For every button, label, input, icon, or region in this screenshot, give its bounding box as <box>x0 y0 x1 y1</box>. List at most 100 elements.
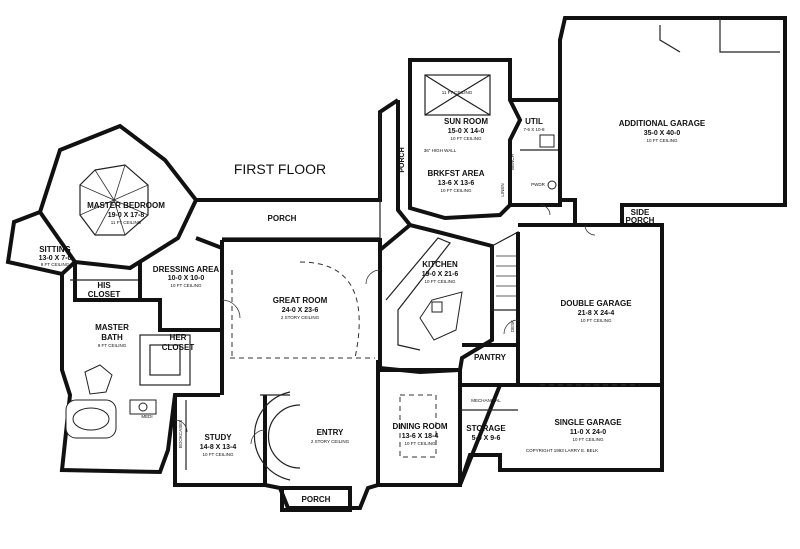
bookcases-label: BOOKCASES <box>178 420 183 448</box>
medi-label: MEDI <box>141 414 152 419</box>
master-bedroom-walls <box>37 123 199 271</box>
washer <box>539 134 555 148</box>
sitting-dims: 13-0 X 7-0 <box>39 255 72 262</box>
front-porch <box>280 486 352 512</box>
util-dims: 7-6 X 10-8 <box>523 127 545 132</box>
great-room-arch <box>299 261 360 359</box>
her-closet-island <box>149 344 181 376</box>
dressing-area-ceiling: 10 FT CEILING <box>171 283 202 288</box>
kitchen-dims: 19-0 X 21-6 <box>422 271 459 278</box>
sink <box>138 402 148 412</box>
dining-label: DINING ROOM <box>392 422 447 431</box>
single-garage-label: SINGLE GARAGE <box>554 418 622 427</box>
sun-room-ceiling: 10 FT CEILING <box>451 136 482 141</box>
brkfst-dims: 13-6 X 13-6 <box>438 180 475 187</box>
kitchen-ceiling: 10 FT CEILING <box>425 279 456 284</box>
master-bedroom-ceiling: 11 FT CEILING <box>111 220 142 225</box>
storage-dims: 5-0 X 9-6 <box>472 435 501 442</box>
curved-stair-inner <box>267 404 301 469</box>
his-closet-label: HIS <box>97 281 111 290</box>
garage-door-swing <box>659 25 681 53</box>
additional-garage-ceiling: 10 FT CEILING <box>647 138 678 143</box>
study-label: STUDY <box>204 433 232 442</box>
curved-stair-outer <box>253 391 291 481</box>
master-bath-label-2: BATH <box>101 333 123 342</box>
master-bath-label: MASTER <box>95 323 129 332</box>
front-porch-label: PORCH <box>302 495 331 504</box>
kitchen-island <box>419 291 463 341</box>
side-porch-2-label: SIDE <box>631 208 650 217</box>
mechanical-label: MECHANICAL <box>471 398 501 403</box>
half-wall-note: 36" HIGH WALL <box>424 148 457 153</box>
rear-stair-treads <box>496 255 518 297</box>
double-garage-label: DOUBLE GARAGE <box>560 299 632 308</box>
rear-porch-label: PORCH <box>268 214 297 223</box>
study-dims: 14-8 X 13-4 <box>200 444 237 451</box>
sitting-ceiling: 9 FT CEILING <box>41 262 70 267</box>
copyright-label: COPYRIGHT 1993 LARRY E. BELK <box>526 448 598 453</box>
dressing-area-dims: 10-0 X 10-0 <box>168 275 205 282</box>
great-room-ceiling: 2 STORY CEILING <box>281 315 320 320</box>
brkfst-ceiling: 10 FT CEILING <box>441 188 472 193</box>
dining-table-outline <box>399 394 437 458</box>
entry-label: ENTRY <box>317 428 344 437</box>
sitting-walls <box>5 210 77 277</box>
util-label: UTIL <box>525 117 543 126</box>
master-tray-spokes <box>79 164 149 236</box>
double-garage-ceiling: 10 FT CEILING <box>581 318 612 323</box>
single-garage-dims: 11-0 X 24-0 <box>570 429 606 436</box>
kitchen-label: KITCHEN <box>422 260 458 269</box>
garage-corner-box <box>719 18 780 53</box>
sun-room-dims: 15-0 X 14-0 <box>448 128 485 135</box>
master-bedroom-dims: 19-0 X 17-8 <box>108 212 145 219</box>
dining-ceiling: 10 FT CEILING <box>405 441 436 446</box>
great-room-label: GREAT ROOM <box>273 296 328 305</box>
sun-room-walls <box>408 58 523 221</box>
plan-title: FIRST FLOOR <box>234 161 326 177</box>
brkfst-label: BRKFST AREA <box>427 169 484 178</box>
double-garage-dims: 21-8 X 24-4 <box>578 310 615 317</box>
her-closet-walls <box>139 334 191 386</box>
great-room-dims: 24-0 X 23-6 <box>282 307 319 314</box>
breakfast-walls <box>396 100 412 227</box>
sitting-label: SITTING <box>39 245 71 254</box>
desk-label: DESK <box>510 320 515 332</box>
linen-label: LINEN <box>500 183 505 196</box>
rear-porch-outline <box>196 98 400 202</box>
sun-room-ceiling-tray <box>424 74 491 116</box>
door-swings <box>174 204 596 445</box>
additional-garage-dims: 35-0 X 40-0 <box>644 130 681 137</box>
pwdr-toilet <box>547 180 557 190</box>
cooktop <box>431 301 443 313</box>
tray-diag-2 <box>424 94 491 116</box>
entry-ceiling: 2 STORY CEILING <box>311 439 350 444</box>
side-porch-label: PORCH <box>399 147 406 172</box>
her-closet-label: HER <box>170 333 187 342</box>
rear-stair <box>491 230 519 311</box>
single-garage-ceiling: 10 FT CEILING <box>573 437 604 442</box>
kitchen-walls <box>378 222 494 375</box>
study-walls <box>173 395 267 487</box>
great-room-walls <box>222 238 382 250</box>
additional-garage-label: ADDITIONAL GARAGE <box>619 119 706 128</box>
dining-dims: 13-6 X 18-4 <box>402 433 439 440</box>
dressing-area-label: DRESSING AREA <box>153 265 220 274</box>
sun-room-label: SUN ROOM <box>444 117 488 126</box>
bathtub-basin <box>72 407 110 431</box>
kitchen-counter <box>385 237 451 351</box>
pwdr-label: PWDR <box>531 182 545 187</box>
side-porch-2-label-2: PORCH <box>626 216 655 225</box>
bench-label: BENCH <box>510 154 515 170</box>
pantry-walls <box>460 343 520 387</box>
her-closet-label-2: CLOSET <box>162 343 195 352</box>
sun-room-inner-ceiling: 11 FT CEILING <box>442 90 473 95</box>
shower <box>84 364 113 395</box>
storage-label: STORAGE <box>466 424 506 433</box>
master-bedroom-label: MASTER BEDROOM <box>87 201 165 210</box>
single-garage-walls <box>458 383 664 486</box>
his-closet-label-2: CLOSET <box>88 290 121 299</box>
pantry-label: PANTRY <box>474 353 507 362</box>
study-ceiling: 10 FT CEILING <box>203 452 234 457</box>
master-bath-ceiling: 9 FT CEILING <box>98 343 127 348</box>
